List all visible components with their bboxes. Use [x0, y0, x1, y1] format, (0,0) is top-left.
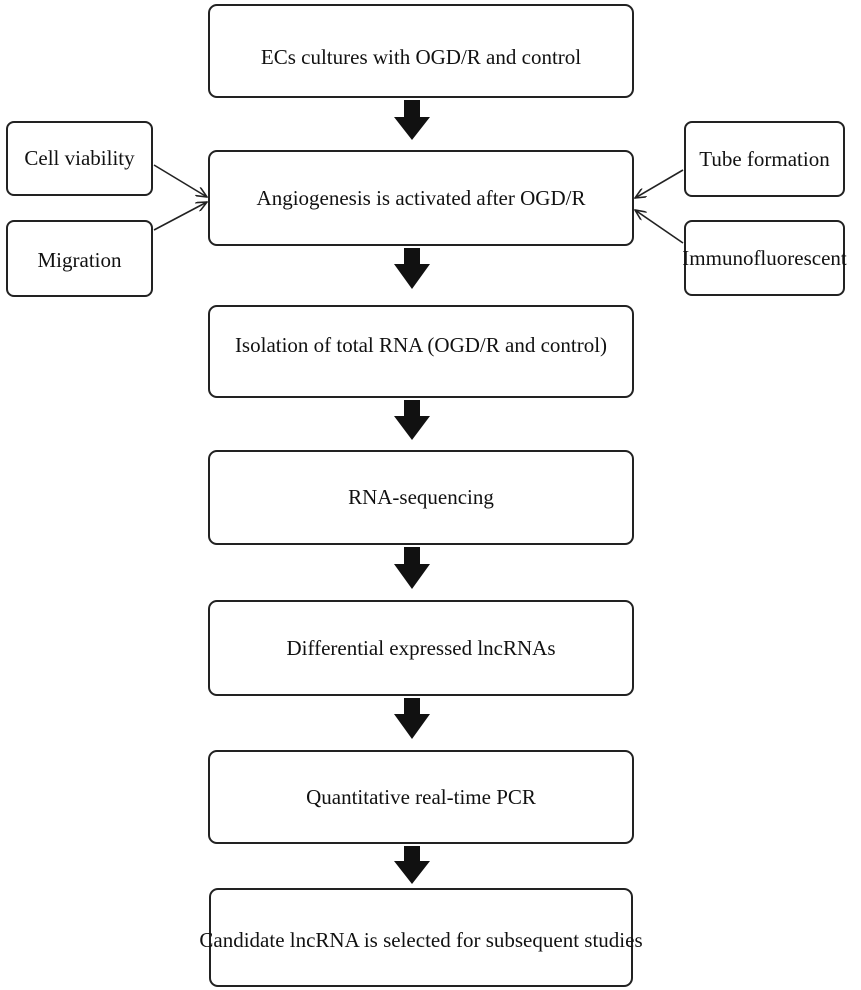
step-differential-lncrnas-box: Differential expressed lncRNAs — [208, 600, 634, 696]
assay-cell-viability-label: Cell viability — [24, 146, 135, 171]
step-angiogenesis-box: Angiogenesis is activated after OGD/R — [208, 150, 634, 246]
step-qpcr-box: Quantitative real-time PCR — [208, 750, 634, 844]
assay-immunofluorescent-box: Immunofluorescent — [682, 220, 847, 296]
step-rna-isolation-label: Isolation of total RNA (OGD/R and contro… — [234, 333, 608, 358]
down-arrow-2 — [394, 248, 430, 289]
down-arrow-3 — [394, 400, 430, 440]
down-arrow-6 — [394, 846, 430, 884]
down-arrow-1 — [394, 100, 430, 140]
step-differential-lncrnas-label: Differential expressed lncRNAs — [286, 635, 556, 660]
down-arrow-5 — [394, 698, 430, 739]
step-qpcr-label: Quantitative real-time PCR — [306, 784, 536, 809]
assay-tube-formation-label: Tube formation — [699, 146, 830, 171]
arrow-migration-to-angiogenesis — [153, 202, 207, 231]
step-rna-sequencing-label: RNA-sequencing — [348, 485, 494, 510]
arrow-tube-formation-to-angiogenesis — [635, 169, 684, 198]
assay-immunofluorescent-label: Immunofluorescent — [682, 245, 847, 270]
assay-cell-viability-box: Cell viability — [6, 121, 153, 196]
down-arrow-4 — [394, 547, 430, 589]
step-rna-sequencing-box: RNA-sequencing — [208, 450, 634, 545]
assay-tube-formation-box: Tube formation — [684, 121, 845, 197]
assay-migration-label: Migration — [37, 248, 122, 273]
step-candidate-selection-label: Candidate lncRNA is selected for subsequ… — [199, 928, 643, 953]
step-angiogenesis-label: Angiogenesis is activated after OGD/R — [256, 185, 586, 210]
step-candidate-selection-box: Candidate lncRNA is selected for subsequ… — [199, 888, 643, 987]
step-rna-isolation-box: Isolation of total RNA (OGD/R and contro… — [208, 305, 634, 398]
arrow-immunofluorescent-to-angiogenesis — [635, 210, 684, 244]
arrow-cell-viability-to-angiogenesis — [153, 164, 207, 197]
assay-migration-box: Migration — [6, 220, 153, 297]
step-ec-cultures-box: ECs cultures with OGD/R and control — [208, 4, 634, 98]
step-ec-cultures-label: ECs cultures with OGD/R and control — [260, 44, 582, 69]
